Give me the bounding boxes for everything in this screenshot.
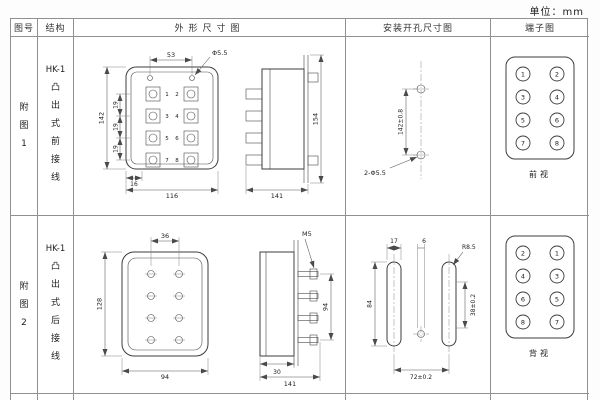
- dim-bottom-width: 116: [166, 192, 178, 200]
- dim-pitch: 19: [113, 101, 120, 109]
- front-view-dimensions: 53 Φ5.5 142 19 19 19 1: [98, 49, 228, 200]
- dim-radius: R8.5: [462, 244, 476, 251]
- holes-note: 2-Φ5.5: [364, 169, 386, 177]
- front-view: [121, 251, 209, 357]
- dim-bottom-width: 94: [161, 373, 169, 381]
- dim-side-depth: 141: [271, 192, 283, 200]
- col-header-install: 安装开孔尺寸图: [346, 19, 491, 37]
- terminal-num: 4: [521, 273, 525, 281]
- front-terminal-num: 1: [165, 92, 169, 98]
- dim-top-width: 36: [161, 232, 169, 240]
- terminal-num: 1: [521, 71, 525, 79]
- outline-drawing-rear-wiring: 36 128 94 M5: [96, 230, 334, 388]
- col-header-terminal: 端子图: [491, 19, 589, 37]
- terminal-num: 2: [555, 71, 559, 79]
- dim-bottom-small: 16: [130, 181, 138, 188]
- terminal-num: 7: [555, 319, 559, 327]
- front-terminal-num: 8: [175, 158, 179, 164]
- dim-slot-span: 38±0.2: [470, 294, 477, 316]
- row1-install-cell: 142±0.8 2-Φ5.5: [346, 37, 491, 216]
- front-terminal-num: 5: [165, 136, 169, 142]
- col-header-outline: 外形尺寸图: [74, 19, 346, 37]
- row2-figure-no: 附图2: [19, 281, 29, 328]
- terminal-num: 6: [521, 296, 525, 304]
- dim-side-height: 154: [312, 113, 320, 125]
- front-view-dimensions: 36 128 94: [96, 232, 209, 381]
- row1-figure-no: 附图1: [19, 103, 29, 149]
- row2-structure-cell: HK-1 凸出式后接线: [38, 216, 74, 394]
- terminal-num: 8: [555, 140, 559, 148]
- table-continuation: [11, 394, 38, 400]
- dim-body-depth: 30: [273, 369, 281, 376]
- row1-structure-cell: HK-1 凸出式前接线: [38, 37, 74, 216]
- side-view-dimensions: M5 94 30 141: [259, 230, 334, 388]
- terminal-num: 4: [555, 94, 559, 102]
- dim-height: 142: [98, 112, 106, 124]
- row2-model: HK-1: [45, 243, 66, 254]
- row2-outline-cell: 36 128 94 M5: [74, 216, 346, 394]
- terminal-num: 5: [555, 296, 559, 304]
- front-terminal-num: 7: [165, 158, 169, 164]
- dim-hole-dia: 6: [422, 238, 426, 245]
- terminal-view-label: 背视: [529, 348, 551, 358]
- terminal-view-label: 前视: [529, 169, 551, 179]
- row2-structure-desc: 凸出式后接线: [50, 261, 60, 362]
- outline-drawing-front-wiring: 1 2 3 4 5 6 7 8 53 Φ5.5 142: [98, 49, 324, 200]
- dim-screw: M5: [302, 230, 312, 238]
- dim-slot-length: 84: [367, 300, 374, 308]
- spec-table: 图号 结构 外形尺寸图 安装开孔尺寸图 端子图 附图1 HK-1 凸出式前接线: [10, 18, 589, 400]
- row1-outline-cell: 1 2 3 4 5 6 7 8 53 Φ5.5 142: [74, 37, 346, 216]
- terminal-num: 6: [555, 117, 559, 125]
- terminal-diagram-front: 1 2 3 4 5 6 7 8 前视: [505, 56, 575, 179]
- dim-top-width: 53: [167, 51, 175, 59]
- row2-install-cell: 17 6 R8.5 84 38±0.2 72±0.2: [346, 216, 491, 394]
- row1-structure-desc: 凸出式前接线: [50, 83, 60, 183]
- unit-label: 单位：mm: [529, 7, 584, 18]
- col-header-structure: 结构: [38, 19, 74, 37]
- side-view-dimensions: 154 141: [245, 54, 324, 200]
- row2-figure-cell: 附图2: [11, 216, 38, 394]
- front-terminal-num: 4: [175, 114, 179, 120]
- row1-terminal-cell: 1 2 3 4 5 6 7 8 前视: [491, 37, 589, 216]
- dim-side-depth: 141: [284, 380, 296, 388]
- terminal-num: 7: [521, 140, 525, 148]
- dim-height: 128: [96, 298, 104, 310]
- front-view: 1 2 3 4 5 6 7 8: [125, 66, 219, 170]
- terminal-num: 8: [521, 319, 525, 327]
- terminal-num: 1: [555, 250, 559, 258]
- dim-pitch: 19: [113, 145, 120, 153]
- dim-slot-width: 17: [390, 238, 398, 245]
- install-holes-front-wiring: 142±0.8 2-Φ5.5: [364, 61, 429, 179]
- dim-hole-dia: Φ5.5: [212, 49, 227, 57]
- dim-stud-span: 94: [322, 303, 330, 311]
- dim-pitch: 19: [113, 123, 120, 131]
- terminal-diagram-rear: 2 1 4 3 6 5 8 7 背视: [505, 235, 575, 358]
- row1-model: HK-1: [45, 65, 66, 75]
- dim-slot-spacing: 72±0.2: [410, 374, 432, 381]
- side-view: [245, 55, 319, 183]
- front-terminal-num: 3: [165, 114, 169, 120]
- terminal-num: 3: [555, 273, 559, 281]
- terminal-num: 3: [521, 94, 525, 102]
- front-terminal-num: 6: [175, 136, 179, 142]
- terminal-num: 2: [521, 250, 525, 258]
- side-view: [259, 240, 319, 366]
- row2-terminal-cell: 2 1 4 3 6 5 8 7 背视: [491, 216, 589, 394]
- front-terminal-num: 2: [175, 92, 179, 98]
- install-holes-rear-wiring: 17 6 R8.5 84 38±0.2 72±0.2: [367, 238, 478, 381]
- row1-figure-cell: 附图1: [11, 37, 38, 216]
- terminal-num: 5: [521, 117, 525, 125]
- dim-hole-spacing: 142±0.8: [398, 109, 405, 135]
- col-header-figure: 图号: [11, 19, 38, 37]
